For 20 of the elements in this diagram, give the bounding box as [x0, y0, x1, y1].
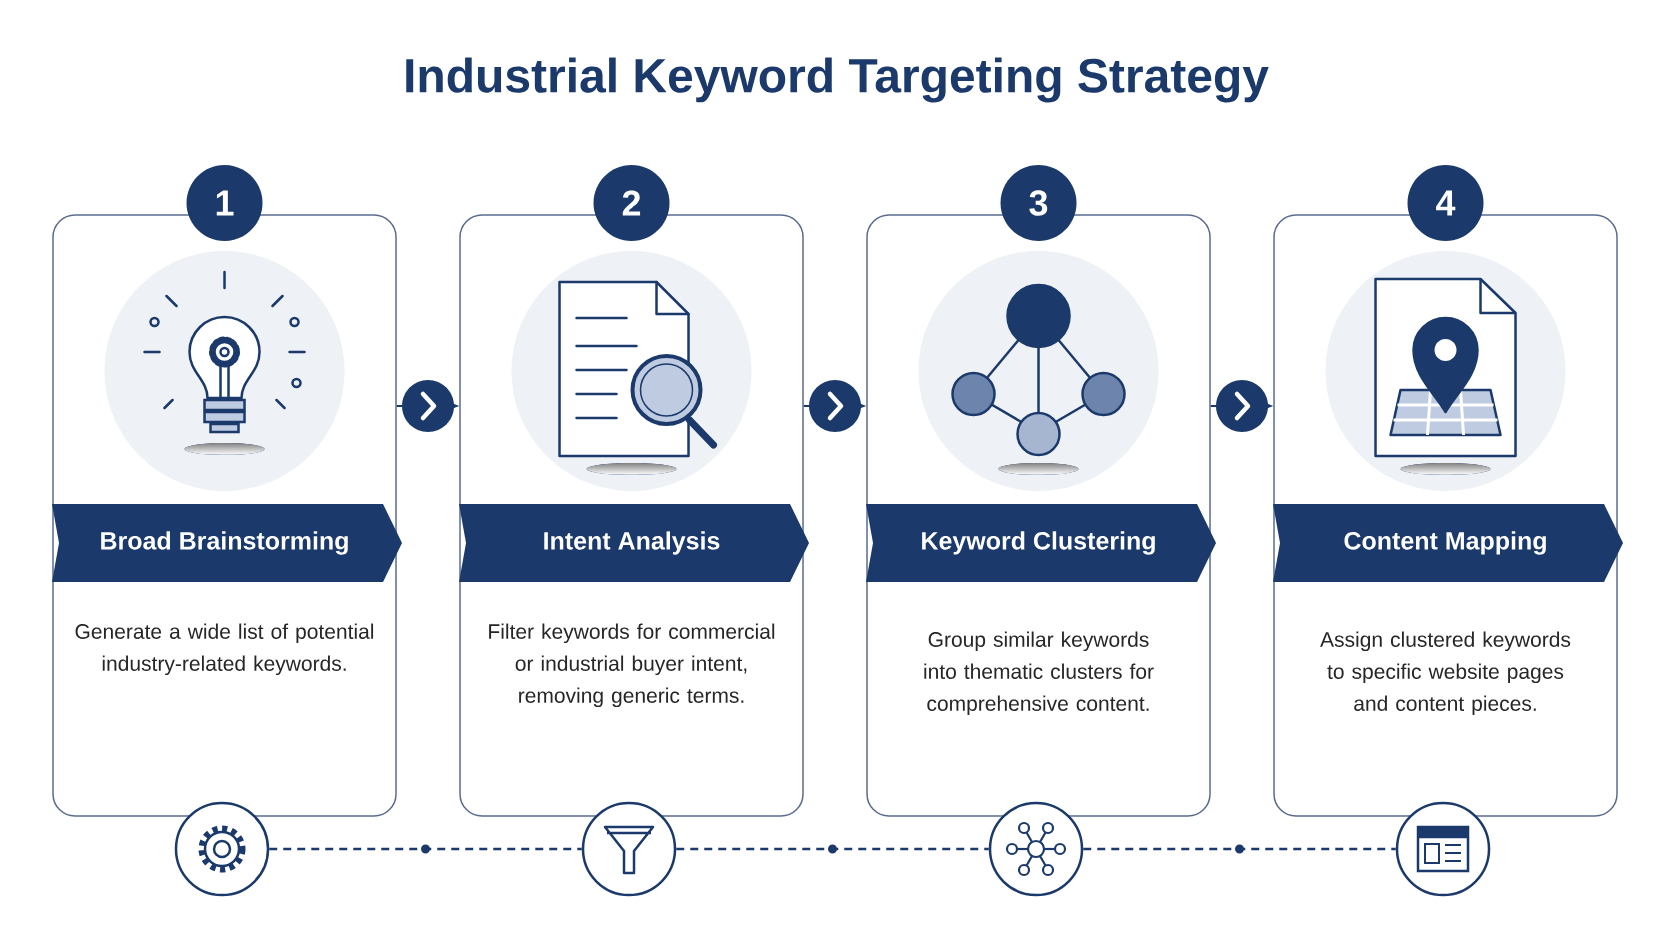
step-number-badge: 1 [186, 165, 263, 241]
icon-circle [1395, 801, 1491, 897]
title: Industrial Keyword Targeting Strategy [406, 57, 1269, 103]
connector [1083, 844, 1396, 854]
step-number-badge: 2 [593, 165, 670, 241]
step-description: Group similar keywords into thematic clusters for comprehensive content. [924, 631, 1154, 716]
banner: Content Mapping [1273, 504, 1623, 582]
step-description: Generate a wide list of potential industry-related keywords. [75, 623, 374, 676]
connector [269, 844, 582, 854]
connector [676, 844, 989, 854]
step-number-badge: 3 [1000, 165, 1077, 241]
step-description: Assign clustered keywords to specific website pages and content pieces. [1320, 631, 1571, 716]
icon-circle [581, 801, 677, 897]
icon-circle [988, 801, 1084, 897]
banner: Broad Brainstorming [52, 504, 402, 582]
banner: Intent Analysis [459, 504, 809, 582]
banner: Keyword Clustering [866, 504, 1216, 582]
step-description: Filter keywords for commercial or industrial buyer intent, removing generic terms. [489, 623, 775, 708]
step-number-badge: 4 [1407, 165, 1484, 241]
icon-circle [174, 801, 270, 897]
